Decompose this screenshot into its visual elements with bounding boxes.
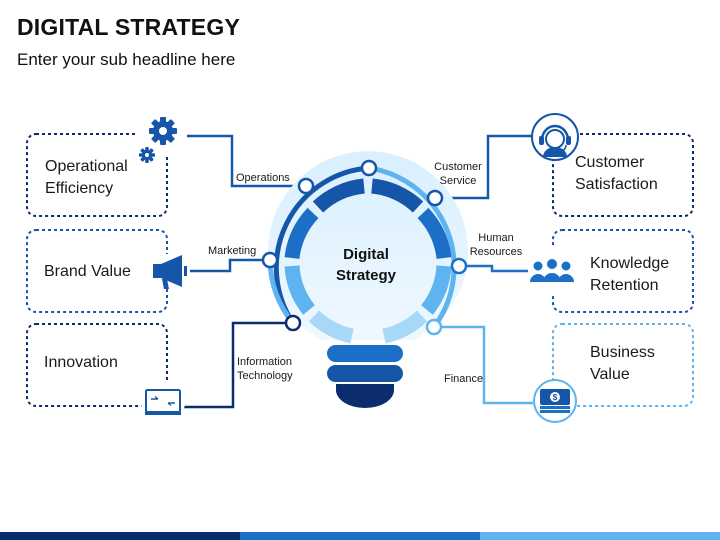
monitor-icon xyxy=(141,380,185,424)
connector-finance xyxy=(434,325,533,405)
label-customer-satisfaction: Customer Satisfaction xyxy=(575,154,658,193)
node-customer-service xyxy=(426,189,444,207)
label-customer-service: Customer Service xyxy=(434,161,482,187)
bulb-base-top xyxy=(327,345,403,362)
label-information-technology: Information Technology xyxy=(237,356,293,382)
connector-customer-service xyxy=(435,134,536,200)
bottom-bar-light xyxy=(480,532,720,540)
bulb-base-cap xyxy=(336,384,394,408)
box-innovation xyxy=(26,323,168,407)
label-brand-value: Brand Value xyxy=(44,263,131,280)
ring-segment-lower-right xyxy=(420,265,452,315)
support-agent-icon xyxy=(531,113,579,161)
bulb-outer-arc-top xyxy=(273,165,370,325)
bottom-bar-mid xyxy=(240,532,480,540)
node-human-resources xyxy=(450,257,468,275)
node-operations xyxy=(297,177,315,195)
label-marketing: Marketing xyxy=(208,245,257,257)
bottom-bar-dark xyxy=(0,532,240,540)
page-subtitle: Enter your sub headline here xyxy=(17,50,236,69)
box-operational-efficiency xyxy=(26,133,168,217)
label-innovation: Innovation xyxy=(44,354,118,371)
ring-segment-bottom-right xyxy=(382,310,428,344)
connector-human-resources xyxy=(459,264,529,273)
svg-text:$: $ xyxy=(553,393,558,402)
node-top xyxy=(360,159,378,177)
bottom-color-bar xyxy=(0,532,720,540)
box-customer-satisfaction xyxy=(552,133,694,217)
node-marketing xyxy=(261,251,279,269)
page-title: DIGITAL STRATEGY xyxy=(17,14,240,40)
connector-operations xyxy=(187,134,306,188)
connector-information-technology xyxy=(184,321,293,409)
box-knowledge-retention xyxy=(552,229,694,313)
connector-marketing xyxy=(186,258,270,273)
ring-segment-upper-left xyxy=(284,207,319,260)
ring-segment-bottom-left xyxy=(308,310,354,344)
money-icon: $ xyxy=(533,379,577,423)
megaphone-icon xyxy=(148,254,190,289)
label-human-resources: Human Resources xyxy=(469,232,523,258)
node-information-technology xyxy=(284,314,302,332)
label-operational-efficiency: Operational Efficiency xyxy=(45,158,128,197)
ring-segment-top-right xyxy=(370,178,424,213)
label-finance: Finance xyxy=(444,373,484,385)
label-operations: Operations xyxy=(236,172,290,184)
bulb-base-middle xyxy=(327,365,403,382)
team-icon xyxy=(528,246,576,294)
label-knowledge-retention: Knowledge Retention xyxy=(590,255,670,294)
box-business-value xyxy=(552,323,694,407)
bulb-outer-arc-right xyxy=(368,165,457,329)
label-business-value: Business Value xyxy=(590,344,655,383)
ring-segment-lower-left xyxy=(284,265,316,315)
node-finance xyxy=(425,318,443,336)
center-label: Digital Strategy xyxy=(335,246,397,284)
ring-segment-upper-right xyxy=(417,207,452,260)
gears-icon xyxy=(137,112,181,163)
ring-segment-top-left xyxy=(312,178,366,213)
